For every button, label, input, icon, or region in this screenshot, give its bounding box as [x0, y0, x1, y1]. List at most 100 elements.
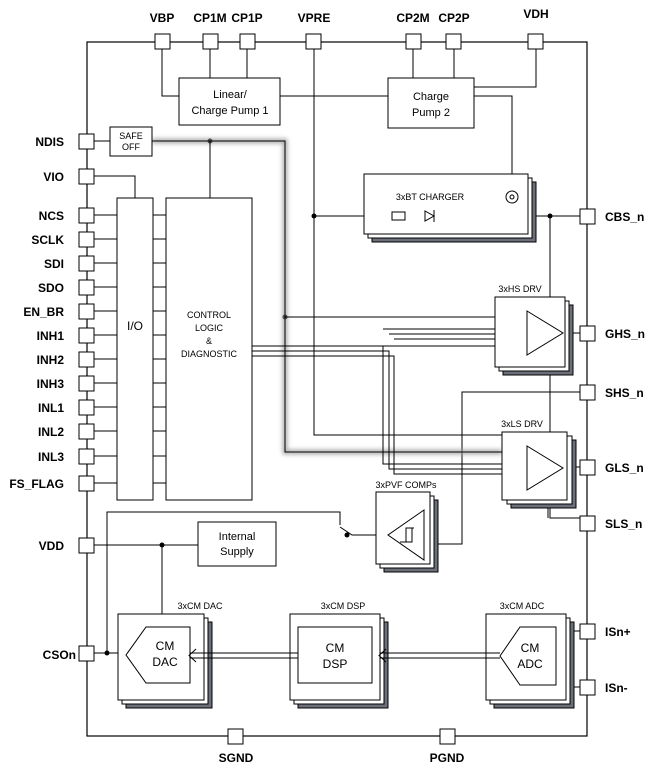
pin-label-shs-n: SHS_n — [605, 386, 644, 400]
cm-data-flow — [188, 648, 500, 663]
pin-en-br: EN_BR — [23, 303, 95, 320]
control-line2: LOGIC — [195, 323, 224, 333]
pin-label-ndis: NDIS — [35, 135, 64, 149]
pin-label-inh3: INH3 — [37, 377, 65, 391]
pin-ghs-n: GHS_n — [579, 325, 645, 342]
bt-charger-label: 3xBT CHARGER — [396, 192, 465, 202]
charge-pump-2-line2: Pump 2 — [412, 107, 450, 119]
ls-amplifier-icon — [526, 445, 564, 491]
pin-sgnd: SGND — [219, 728, 254, 765]
hs-amplifier-icon — [526, 310, 564, 356]
pin-ncs: NCS — [39, 207, 95, 224]
cm-adc-title: 3xCM ADC — [500, 601, 545, 611]
cm-adc-block: 3xCM ADC CM ADC — [485, 601, 575, 709]
diode-icon — [424, 210, 436, 222]
pin-label-cp2m: CP2M — [396, 11, 429, 25]
cm-dsp-title: 3xCM DSP — [321, 601, 366, 611]
pin-inl2: INL2 — [38, 423, 95, 440]
safe-off-line1: SAFE — [119, 131, 143, 141]
pin-label-pgnd: PGND — [430, 751, 465, 765]
cm-dsp-block: 3xCM DSP CM DSP — [289, 601, 389, 709]
hysteresis-icon — [400, 527, 414, 543]
pin-pgnd: PGND — [430, 728, 465, 765]
control-logic-block: CONTROL LOGIC & DIAGNOSTIC — [165, 197, 253, 501]
pin-label-inh2: INH2 — [37, 353, 65, 367]
pin-label-vio: VIO — [43, 170, 64, 184]
internal-supply-line2: Supply — [220, 546, 254, 558]
resistor-icon — [391, 211, 406, 221]
top-pins: VBP CP1M CP1P VPRE CP2M CP2P VDH — [150, 7, 549, 50]
control-line4: DIAGNOSTIC — [181, 349, 238, 359]
pin-label-vdd: VDD — [39, 539, 65, 553]
pin-sclk: SCLK — [31, 231, 95, 248]
pin-label-cson: CSOn — [43, 648, 76, 662]
charge-pump-1-block: Linear/ Charge Pump 1 — [178, 77, 281, 126]
pin-sls-n: SLS_n — [579, 515, 642, 532]
pvf-comps-label: 3xPVF COMPs — [375, 480, 437, 490]
pin-fs-flag: FS_FLAG — [9, 475, 95, 492]
pin-gls-n: GLS_n — [579, 459, 644, 476]
pin-label-cbs-n: CBS_n — [605, 210, 644, 224]
io-label: I/O — [127, 319, 143, 333]
pin-vdd: VDD — [39, 537, 95, 554]
pin-label-cp1p: CP1P — [231, 11, 262, 25]
pin-label-inl3: INL3 — [38, 450, 64, 464]
pin-cp2p: CP2P — [438, 11, 470, 50]
pin-label-vbp: VBP — [150, 11, 175, 25]
pin-label-inl2: INL2 — [38, 425, 64, 439]
pin-shs-n: SHS_n — [579, 384, 644, 401]
pin-vbp: VBP — [150, 11, 175, 50]
pin-label-isn-plus: ISn+ — [605, 625, 631, 639]
io-block: I/O — [116, 197, 154, 501]
cm-dac-line1: CM — [156, 639, 175, 653]
charge-pump-2-line1: Charge — [413, 91, 449, 103]
control-line1: CONTROL — [187, 310, 231, 320]
pin-isn-minus: ISn- — [579, 679, 628, 696]
pin-label-vpre: VPRE — [298, 11, 331, 25]
pin-label-sdo: SDO — [38, 281, 64, 295]
safe-off-block: SAFE OFF — [109, 126, 153, 157]
pin-inh3: INH3 — [37, 375, 95, 392]
pin-cp1m: CP1M — [193, 11, 227, 50]
charge-pump-1-line1: Linear/ — [213, 89, 248, 101]
bottom-pins: SGND PGND — [219, 728, 465, 765]
bt-charger-block: 3xBT CHARGER — [363, 173, 537, 243]
pin-label-sls-n: SLS_n — [605, 517, 642, 531]
pin-inh2: INH2 — [37, 351, 95, 368]
adc-shape — [499, 626, 557, 686]
pin-label-gls-n: GLS_n — [605, 461, 644, 475]
internal-supply-block: Internal Supply — [197, 521, 277, 567]
pin-cp1p: CP1P — [231, 11, 263, 50]
pin-cson: CSOn — [43, 645, 95, 662]
pin-label-cp1m: CP1M — [193, 11, 226, 25]
pin-label-sgnd: SGND — [219, 751, 254, 765]
pin-label-sclk: SCLK — [31, 233, 64, 247]
pin-sdo: SDO — [38, 279, 95, 296]
pin-isn-plus: ISn+ — [579, 623, 631, 640]
cm-dsp-line2: DSP — [323, 657, 348, 671]
pin-label-ghs-n: GHS_n — [605, 327, 645, 341]
right-pins: CBS_n GHS_n SHS_n GLS_n SLS_n ISn+ ISn- — [579, 208, 645, 696]
hs-driver-label: 3xHS DRV — [498, 284, 541, 294]
pin-cp2m: CP2M — [396, 11, 430, 50]
pin-label-sdi: SDI — [44, 257, 64, 271]
cm-dac-block: 3xCM DAC CM DAC — [117, 601, 223, 709]
pin-label-vdh: VDH — [523, 7, 548, 21]
pin-ndis: NDIS — [35, 133, 95, 150]
pin-inh1: INH1 — [37, 327, 95, 344]
pin-label-ncs: NCS — [39, 209, 64, 223]
pin-inl3: INL3 — [38, 448, 95, 465]
cm-dsp-line1: CM — [326, 641, 345, 655]
pin-vio: VIO — [43, 168, 95, 185]
ls-driver-label: 3xLS DRV — [501, 419, 543, 429]
pin-label-isn-minus: ISn- — [605, 681, 628, 695]
hs-driver-block: 3xHS DRV — [494, 284, 574, 376]
cm-dac-title: 3xCM DAC — [177, 601, 223, 611]
charge-pump-2-block: Charge Pump 2 — [387, 77, 475, 129]
internal-supply-line1: Internal — [219, 531, 256, 543]
pin-cbs-n: CBS_n — [579, 208, 644, 225]
cm-adc-line1: CM — [521, 641, 540, 655]
pin-inl1: INL1 — [38, 399, 95, 416]
